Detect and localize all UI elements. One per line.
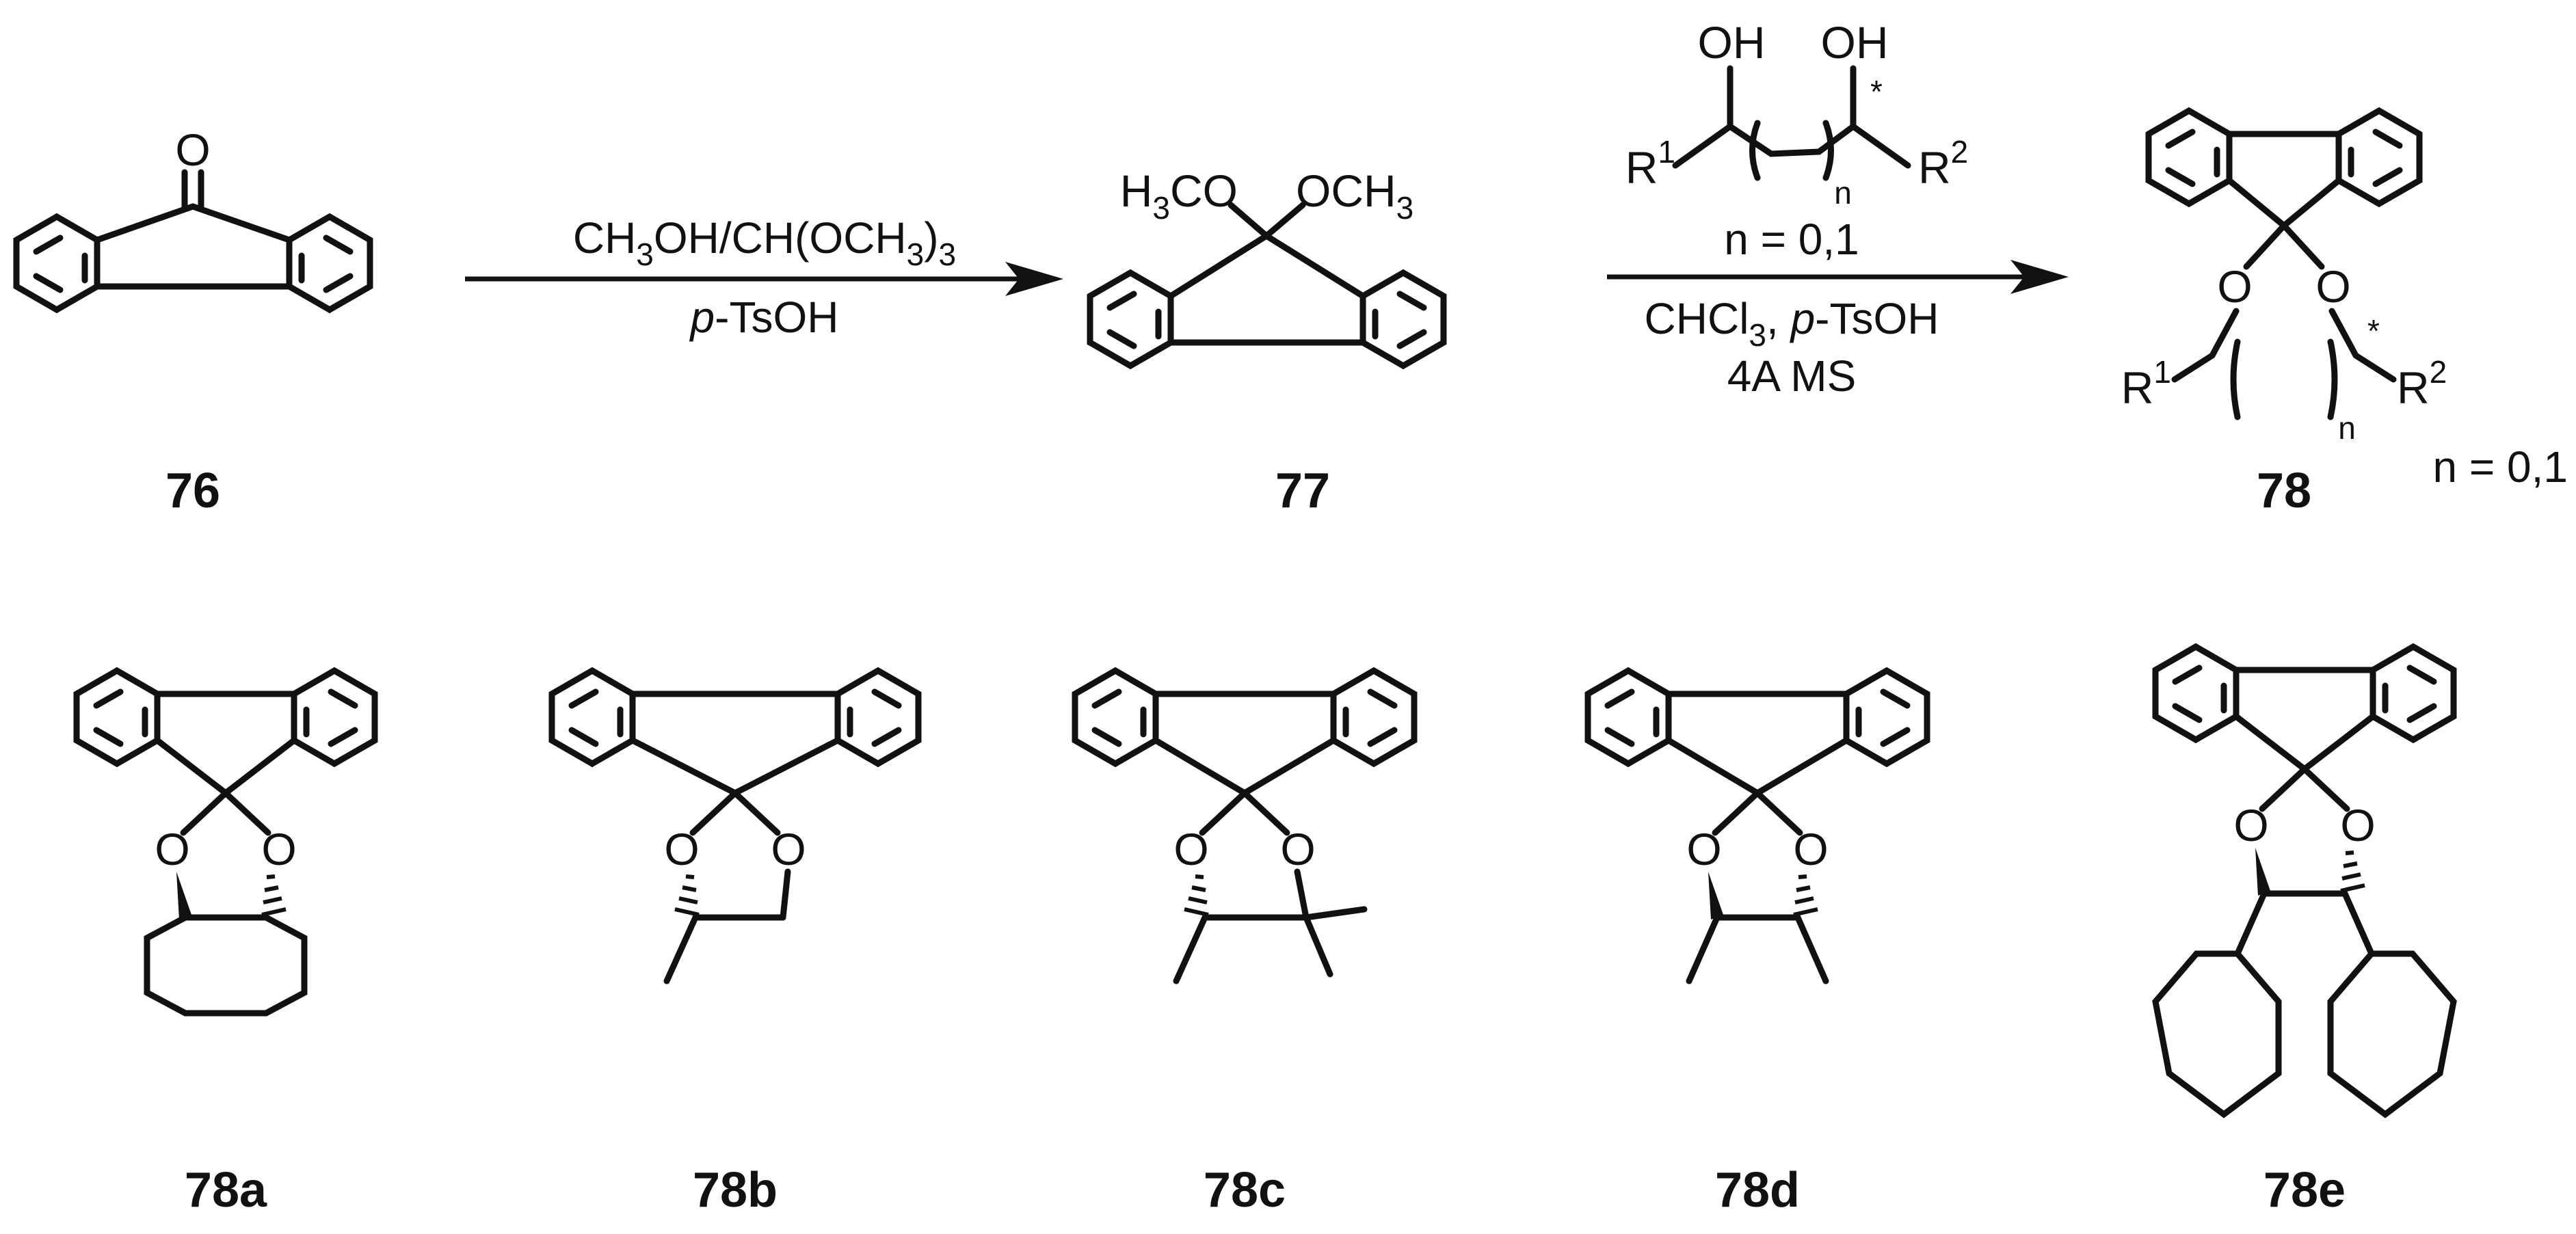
compound-78d-label: 78d	[1715, 1163, 1800, 1218]
compound-78b: O O 78b	[548, 667, 922, 1218]
diol-r1: R1	[1625, 134, 1675, 193]
compound-78e-structure	[2152, 643, 2457, 1118]
diol-oh-left: OH	[1698, 17, 1766, 68]
compound-78b-structure	[548, 667, 922, 984]
compound-78: O O R1 R2 n * n = 0,1 78	[2121, 107, 2568, 518]
compound-76-label: 76	[165, 464, 220, 518]
78c-oxygen-right: O	[1280, 824, 1315, 874]
compound-78a-label: 78a	[185, 1163, 267, 1218]
compound-78d-structure	[1584, 667, 1930, 984]
methoxy-left: H3CO	[1120, 165, 1238, 226]
diol-oh-right: OH	[1821, 17, 1889, 68]
arrow-1-reagent-b: p-TsOH	[689, 293, 839, 342]
arrow-2: OH OH R1 R2 n * n = 0,1 CHCl3, p-TsOH 4A…	[1607, 17, 2069, 401]
ring-oxygen-right: O	[2315, 261, 2350, 312]
78b-oxygen-left: O	[664, 824, 699, 874]
compound-76-structure	[13, 169, 373, 314]
compound-78c-label: 78c	[1204, 1163, 1286, 1218]
arrow-1-head	[1005, 262, 1063, 296]
compound-78b-label: 78b	[693, 1163, 778, 1218]
78c-oxygen-left: O	[1173, 824, 1208, 874]
compound-78e: O O 78e	[2152, 643, 2457, 1218]
arrow-2-cond-solvent: CHCl3, p-TsOH	[1645, 294, 1939, 353]
arrow-1-reagent-a: CH3OH/CH(OCH3)3	[573, 213, 956, 272]
arrow-2-head	[2010, 260, 2069, 294]
arrow-2-cond-n: n = 0,1	[1724, 215, 1859, 264]
substituent-r2: R2	[2397, 354, 2447, 413]
diol-r2: R2	[1918, 134, 1968, 193]
78a-oxygen-right: O	[261, 824, 296, 874]
compound-77-structure	[1087, 202, 1447, 370]
substituent-r1: R1	[2121, 354, 2171, 413]
compound-76: O 76	[13, 124, 373, 518]
ring-oxygen-left: O	[2217, 261, 2252, 312]
stereo-star: *	[2367, 313, 2380, 349]
compound-78-label: 78	[2257, 464, 2311, 518]
compound-77: H3CO OCH3 77	[1087, 165, 1447, 518]
carbonyl-oxygen: O	[175, 124, 210, 175]
arrow-2-cond-ms: 4A MS	[1727, 351, 1857, 401]
78d-oxygen-left: O	[1686, 824, 1721, 874]
chain-n: n	[2338, 410, 2356, 446]
diol-reagent-structure	[1672, 65, 1911, 181]
compound-78c: O O 78c	[1072, 667, 1418, 1218]
78d-oxygen-right: O	[1793, 824, 1828, 874]
78e-oxygen-right: O	[2340, 800, 2375, 850]
78e-oxygen-left: O	[2233, 800, 2268, 850]
78a-oxygen-left: O	[155, 824, 189, 874]
compound-78-n-note: n = 0,1	[2433, 442, 2568, 492]
compound-78a-structure	[73, 667, 378, 1017]
compound-77-label: 77	[1275, 464, 1330, 518]
arrow-1: CH3OH/CH(OCH3)3 p-TsOH	[465, 213, 1063, 342]
diol-n: n	[1834, 175, 1852, 211]
compound-78a: O O 78a	[73, 667, 378, 1218]
78b-oxygen-right: O	[771, 824, 806, 874]
compound-78c-structure	[1072, 667, 1418, 984]
methoxy-right: OCH3	[1296, 165, 1413, 226]
diol-stereo-star: *	[1870, 74, 1883, 109]
compound-78e-label: 78e	[2263, 1163, 2346, 1218]
compound-78d: O O 78d	[1584, 667, 1930, 1218]
compound-78-structure	[2145, 107, 2423, 420]
